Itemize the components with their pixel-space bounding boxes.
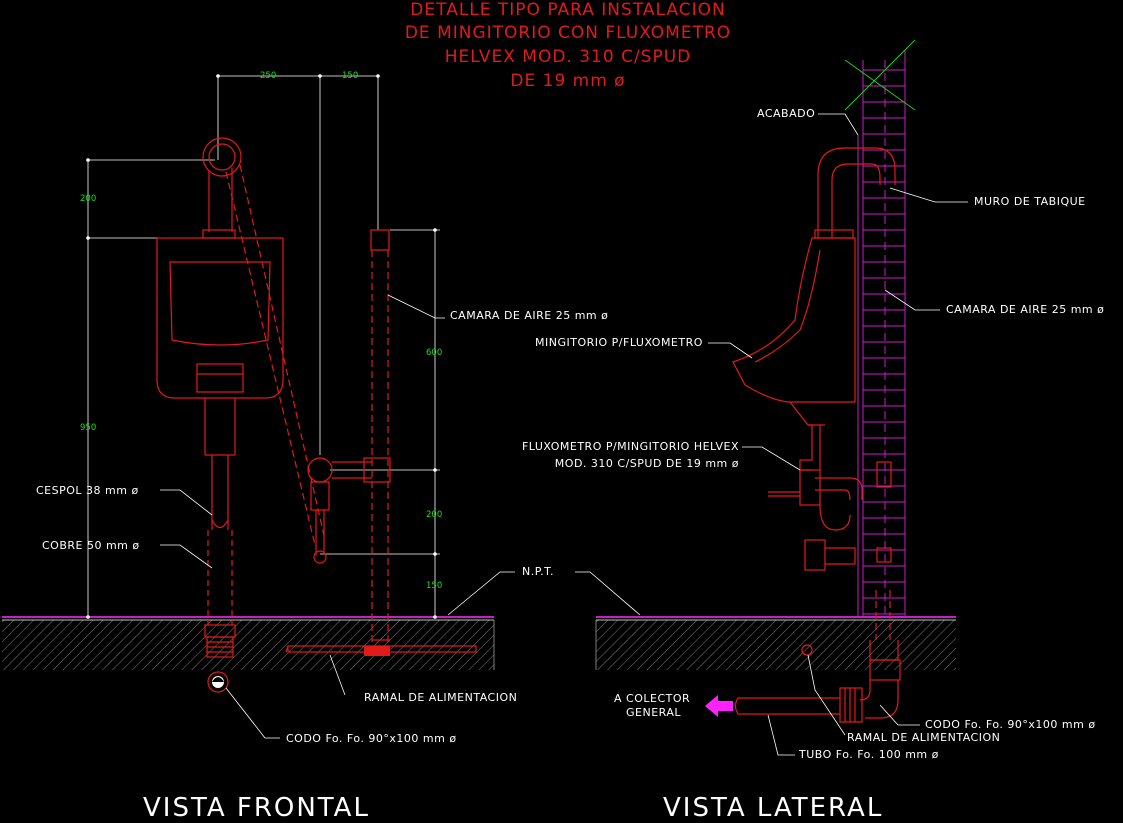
frontal-ground bbox=[2, 616, 495, 670]
lateral-ground bbox=[595, 616, 956, 670]
frontal-fixture bbox=[156, 137, 477, 693]
label-fluxometro-2: MOD. 310 C/SPUD DE 19 mm ø bbox=[554, 457, 739, 470]
dimension-150-top: 150 bbox=[342, 71, 359, 81]
title-line-3: HELVEX MOD. 310 C/SPUD bbox=[444, 47, 692, 67]
title-line-4: DE 19 mm ø bbox=[510, 71, 626, 91]
label-fluxometro-1: FLUXOMETRO P/MINGITORIO HELVEX bbox=[521, 440, 739, 453]
label-mingitorio: MINGITORIO P/FLUXOMETRO bbox=[535, 336, 703, 349]
dimension-250: 250 bbox=[260, 71, 277, 81]
label-camara-frontal: CAMARA DE AIRE 25 mm ø bbox=[450, 309, 609, 322]
label-codo-lateral: CODO Fo. Fo. 90°x100 mm ø bbox=[925, 718, 1096, 731]
label-cobre: COBRE 50 mm ø bbox=[42, 539, 140, 552]
label-npt: N.P.T. bbox=[522, 565, 555, 578]
frontal-fixture-fills bbox=[212, 646, 390, 688]
label-muro: MURO DE TABIQUE bbox=[974, 195, 1086, 208]
label-codo-frontal: CODO Fo. Fo. 90°x100 mm ø bbox=[286, 732, 457, 745]
label-ramal-frontal: RAMAL DE ALIMENTACION bbox=[364, 691, 518, 704]
label-cespol: CESPOL 38 mm ø bbox=[36, 484, 139, 497]
dimension-200-upper: 200 bbox=[80, 194, 97, 204]
finish-marker bbox=[844, 39, 916, 111]
title-line-1: DETALLE TIPO PARA INSTALACION bbox=[410, 0, 726, 20]
frontal-dimension-lines bbox=[87, 75, 440, 617]
lateral-view bbox=[595, 39, 968, 756]
dimension-150-bottom: 150 bbox=[426, 581, 443, 591]
label-acabado: ACABADO bbox=[757, 107, 816, 120]
brick-wall bbox=[857, 50, 906, 617]
frontal-leaders bbox=[160, 294, 445, 739]
label-colector-1: A COLECTOR bbox=[614, 692, 691, 705]
label-ramal-lateral: RAMAL DE ALIMENTACION bbox=[847, 731, 1001, 744]
label-colector-2: GENERAL bbox=[626, 706, 682, 719]
lateral-leaders bbox=[708, 113, 968, 756]
label-camara-lateral: CAMARA DE AIRE 25 mm ø bbox=[946, 303, 1105, 316]
npt-leaders bbox=[447, 571, 641, 616]
label-tubo: TUBO Fo. Fo. 100 mm ø bbox=[799, 748, 939, 761]
title-line-2: DE MINGITORIO CON FLUXOMETRO bbox=[404, 23, 732, 43]
dimension-950: 950 bbox=[80, 423, 97, 433]
dimension-600: 600 bbox=[426, 348, 443, 358]
frontal-view bbox=[2, 74, 495, 739]
frontal-dimension-ticks bbox=[86, 74, 437, 619]
arrow-left-icon bbox=[705, 695, 733, 717]
dimension-200-lower: 200 bbox=[426, 510, 443, 520]
view-title-lateral: VISTA LATERAL bbox=[663, 793, 884, 823]
view-title-frontal: VISTA FRONTAL bbox=[143, 793, 370, 823]
